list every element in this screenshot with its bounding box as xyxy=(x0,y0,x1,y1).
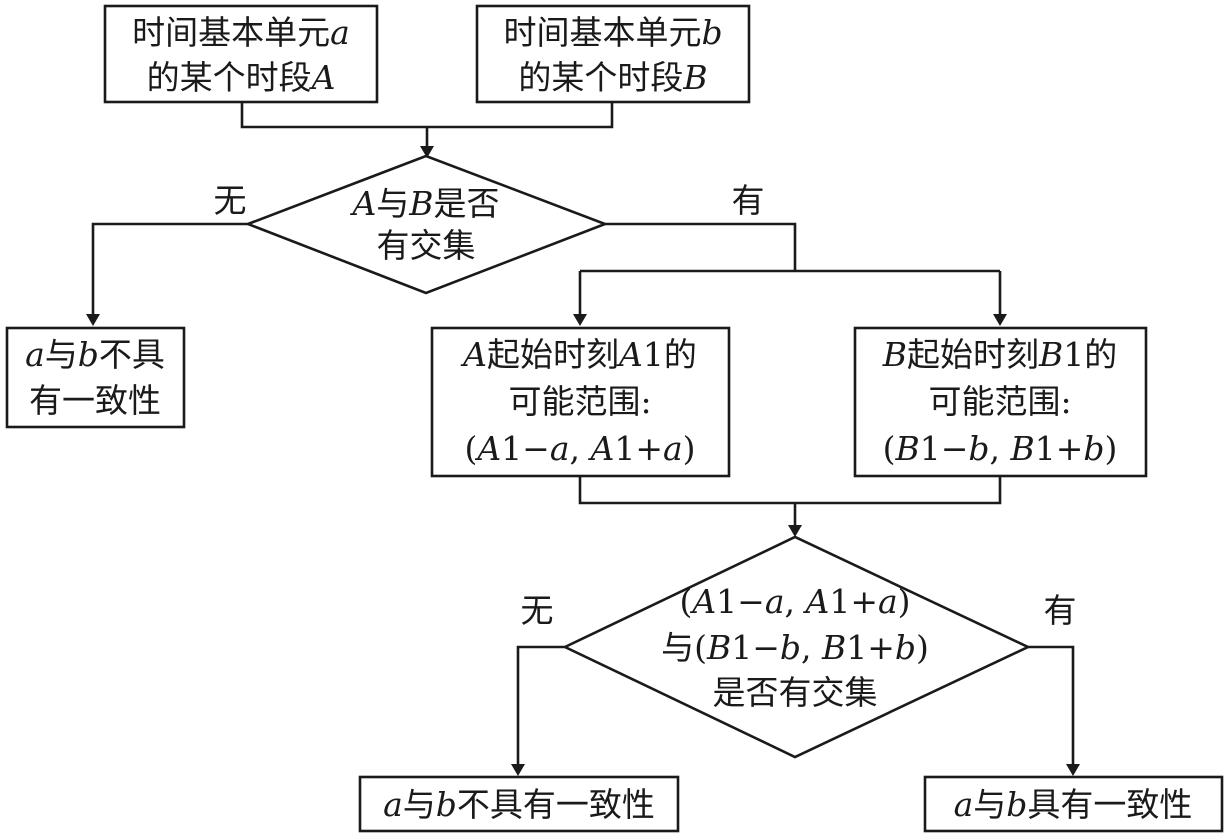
box-result-yes-frame xyxy=(923,775,1224,833)
decision2-diamond xyxy=(561,535,1032,759)
box-unit-b-line1: 时间基本单元b xyxy=(503,13,722,52)
box-unit-a-frame xyxy=(103,4,379,104)
box-range-b-line3: (B1−b, B1+b) xyxy=(883,429,1118,468)
arrowhead-to-result-yes xyxy=(1066,764,1080,776)
connector-top-merge xyxy=(240,102,614,150)
arrowhead-to-result-no-1 xyxy=(86,314,100,326)
arrowhead-to-range-b xyxy=(993,314,1007,326)
decision2-line2: 与(B1−b, B1+b) xyxy=(661,628,929,667)
connectors xyxy=(86,102,1080,776)
box-range-a-frame xyxy=(430,326,731,478)
connector-ranges-merge xyxy=(578,476,1002,527)
box-unit-b-line2: 的某个时段B xyxy=(518,58,707,97)
box-result-no-1-line1: a与b不具 xyxy=(25,335,165,374)
box-result-no-1-frame xyxy=(5,326,186,429)
edge-label-d2-no: 无 xyxy=(521,591,554,630)
arrowhead-to-result-no-2 xyxy=(511,764,525,776)
arrowhead-to-decision2 xyxy=(788,525,802,537)
box-unit-a-line2: 的某个时段A xyxy=(147,58,336,97)
box-result-no-2: a与b不具有一致性 xyxy=(358,775,680,833)
box-result-no-1-line2: 有一致性 xyxy=(29,381,161,420)
box-result-no-2-frame xyxy=(358,775,680,833)
box-result-no-1: a与b不具 有一致性 xyxy=(5,326,186,429)
edge-label-d1-no: 无 xyxy=(214,181,247,220)
decision1-line1: A与B是否 xyxy=(349,184,499,223)
box-range-a: A起始时刻A1的 可能范围: (A1−a, A1+a) xyxy=(430,326,731,478)
arrowhead-to-decision1 xyxy=(420,146,434,158)
decision2: (A1−a, A1+a) 与(B1−b, B1+b) 是否有交集 xyxy=(561,535,1032,759)
connector-d1-yes xyxy=(578,222,1002,318)
decision1-diamond xyxy=(244,154,609,295)
box-result-yes: a与b具有一致性 xyxy=(923,775,1224,833)
box-unit-a: 时间基本单元a 的某个时段A xyxy=(103,4,379,104)
box-unit-b: 时间基本单元b 的某个时段B xyxy=(475,4,751,104)
box-range-b-line1: B起始时刻B1的 xyxy=(882,335,1118,374)
box-unit-b-frame xyxy=(475,4,751,104)
decision2-line3: 是否有交集 xyxy=(713,673,878,712)
decision1-line2: 有交集 xyxy=(377,226,476,265)
box-range-b-line2: 可能范围: xyxy=(928,382,1071,421)
box-range-a-line3: (A1−a, A1+a) xyxy=(464,429,695,468)
arrowhead-to-range-a xyxy=(573,314,587,326)
box-range-a-line2: 可能范围: xyxy=(508,382,651,421)
box-unit-a-line1: 时间基本单元a xyxy=(132,13,350,52)
box-result-yes-label: a与b具有一致性 xyxy=(954,785,1193,824)
edge-label-d2-yes: 有 xyxy=(1044,591,1077,630)
box-range-b-frame xyxy=(853,326,1148,478)
connector-d2-yes xyxy=(1028,645,1075,768)
decision1: A与B是否 有交集 xyxy=(244,154,609,295)
edge-label-d1-yes: 有 xyxy=(732,181,765,220)
decision2-line1: (A1−a, A1+a) xyxy=(679,582,910,621)
box-result-no-2-label: a与b不具有一致性 xyxy=(383,785,655,824)
box-range-a-line1: A起始时刻A1的 xyxy=(460,335,697,374)
box-range-b: B起始时刻B1的 可能范围: (B1−b, B1+b) xyxy=(853,326,1148,478)
connector-d1-no xyxy=(91,222,248,318)
connector-d2-no xyxy=(516,645,565,768)
